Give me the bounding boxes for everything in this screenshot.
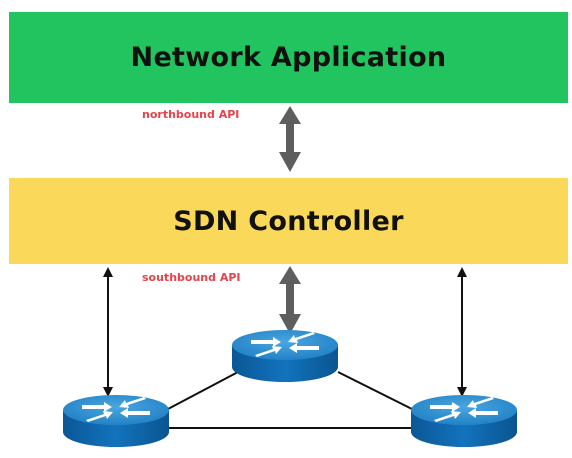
sdn-controller-label: SDN Controller xyxy=(173,205,404,237)
southbound-api-label: southbound API xyxy=(142,271,241,284)
router-icon xyxy=(411,395,517,447)
network-application-label: Network Application xyxy=(130,42,447,73)
controller-layer-fill xyxy=(9,178,568,264)
sdn-controller-layer: SDN Controller xyxy=(9,178,568,264)
network-application-layer: Network Application xyxy=(9,12,568,103)
link-left-top xyxy=(167,371,239,410)
router-icon xyxy=(63,395,169,447)
southbound-arrow xyxy=(279,266,301,334)
northbound-arrow xyxy=(279,106,301,172)
application-layer-fill xyxy=(9,12,568,103)
northbound-api-label: northbound API xyxy=(142,108,240,121)
link-top-right xyxy=(337,371,413,410)
router-icon xyxy=(232,330,338,382)
